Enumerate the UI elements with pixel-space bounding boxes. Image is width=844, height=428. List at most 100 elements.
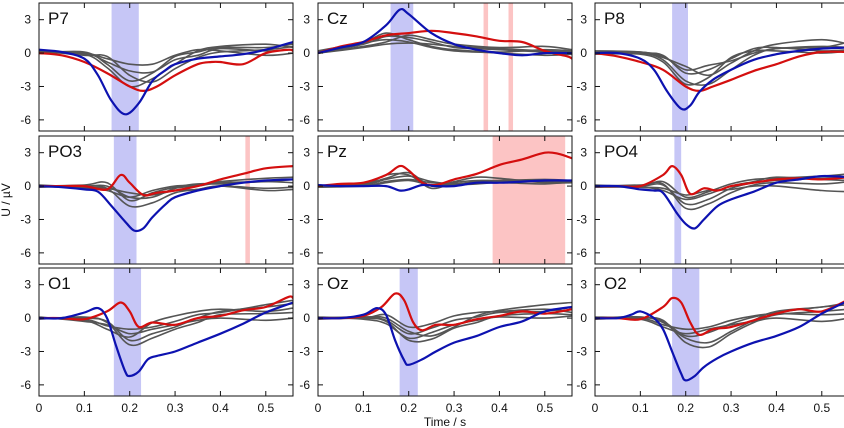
x-tick-label: 0.2 — [400, 401, 417, 415]
significance-band-blue — [111, 3, 139, 131]
panel-cz: Cz 3 0 -3 -6 — [299, 2, 573, 132]
panel-frame — [594, 135, 844, 265]
x-tick-label: 0.4 — [491, 401, 508, 415]
series-gray-4 — [39, 185, 293, 208]
y-tick-label: -6 — [20, 113, 31, 127]
series-blue — [595, 301, 844, 382]
x-axis-label: Time / s — [424, 415, 466, 428]
y-tick-label: -3 — [20, 79, 31, 93]
plot-area — [318, 136, 572, 264]
y-tick-label: -3 — [576, 212, 587, 226]
y-tick-label: -3 — [20, 344, 31, 358]
x-tick-label: 0.1 — [76, 401, 93, 415]
panel-label: P7 — [48, 9, 69, 28]
series-gray-5 — [318, 42, 572, 54]
series-red — [39, 295, 293, 329]
y-tick-label: -3 — [299, 79, 310, 93]
x-tick-label: 0.5 — [257, 401, 274, 415]
series-gray-2 — [595, 316, 844, 335]
y-tick-label: -6 — [20, 378, 31, 392]
significance-band-blue — [390, 3, 414, 131]
panel-label: PO4 — [604, 142, 638, 161]
x-tick-label: 0 — [36, 401, 43, 415]
panel-frame — [38, 267, 294, 397]
y-tick-label: 3 — [580, 278, 587, 292]
x-tick-label: 0.3 — [167, 401, 184, 415]
y-tick-label: -6 — [576, 378, 587, 392]
y-tick-label: 3 — [24, 13, 31, 27]
series-blue — [39, 178, 293, 233]
plot-area — [595, 3, 844, 131]
significance-band-red — [245, 136, 250, 264]
y-tick-label: 3 — [580, 146, 587, 160]
y-tick-label: 0 — [24, 311, 31, 325]
panel-frame — [38, 135, 294, 265]
series-red — [39, 165, 293, 197]
y-tick-label: -6 — [299, 113, 310, 127]
y-tick-label: 3 — [24, 278, 31, 292]
series-gray-3 — [318, 308, 572, 329]
series-gray-5 — [318, 306, 572, 335]
y-tick-label: 3 — [580, 13, 587, 27]
y-tick-label: -6 — [299, 246, 310, 260]
series-gray-4 — [39, 311, 293, 347]
panel-label: Cz — [327, 9, 348, 28]
panel-label: P8 — [604, 9, 625, 28]
x-tick-label: 0.3 — [446, 401, 463, 415]
y-tick-label: 0 — [580, 311, 587, 325]
series-red — [595, 296, 844, 337]
x-tick-label: 0.3 — [723, 401, 740, 415]
series-gray-5 — [595, 45, 844, 71]
panel-grid: P730-3-6Cz30-3-6P830-3-6PO330-3-6Pz30-3-… — [20, 2, 844, 415]
plot-area — [39, 136, 293, 264]
x-tick-label: 0.4 — [768, 401, 785, 415]
x-tick-label: 0.1 — [632, 401, 649, 415]
significance-band-red — [508, 3, 514, 131]
y-tick-label: 0 — [303, 46, 310, 60]
panel-label: O1 — [48, 274, 71, 293]
panel-label: Pz — [327, 142, 347, 161]
y-tick-label: 0 — [24, 179, 31, 193]
y-tick-label: -3 — [299, 212, 310, 226]
y-tick-label: 3 — [303, 13, 310, 27]
series-gray-2 — [318, 315, 572, 340]
plot-area — [595, 268, 844, 396]
series-gray-4 — [595, 312, 844, 331]
panel-frame — [38, 2, 294, 132]
x-tick-label: 0.2 — [121, 401, 138, 415]
y-axis-label: U / µV — [0, 183, 13, 217]
series-red — [595, 50, 844, 93]
series-red — [595, 164, 844, 196]
series-blue — [318, 305, 572, 366]
y-tick-label: -6 — [299, 378, 310, 392]
series-blue — [595, 174, 844, 230]
panel-label: Oz — [327, 274, 349, 293]
y-tick-label: -3 — [299, 344, 310, 358]
y-tick-label: 0 — [303, 179, 310, 193]
plot-area — [595, 136, 844, 264]
y-tick-label: 3 — [24, 146, 31, 160]
panel-frame — [594, 267, 844, 397]
series-blue — [39, 301, 293, 378]
y-tick-label: 0 — [24, 46, 31, 60]
panel-frame — [317, 135, 573, 265]
plot-area — [318, 268, 572, 396]
series-blue — [595, 46, 844, 111]
panel-p7: P7 3 0 -3 -6 — [20, 2, 294, 132]
y-tick-label: -3 — [20, 212, 31, 226]
x-tick-label: 0.4 — [212, 401, 229, 415]
y-tick-label: 0 — [580, 46, 587, 60]
x-tick-label: 0.5 — [813, 401, 830, 415]
series-blue — [39, 40, 293, 116]
series-gray-4 — [595, 49, 844, 86]
significance-band-blue — [113, 136, 137, 264]
series-gray-1 — [595, 42, 844, 86]
plot-area — [318, 3, 572, 131]
series-blue — [318, 7, 572, 57]
x-tick-label: 0 — [315, 401, 322, 415]
y-tick-label: 3 — [303, 146, 310, 160]
